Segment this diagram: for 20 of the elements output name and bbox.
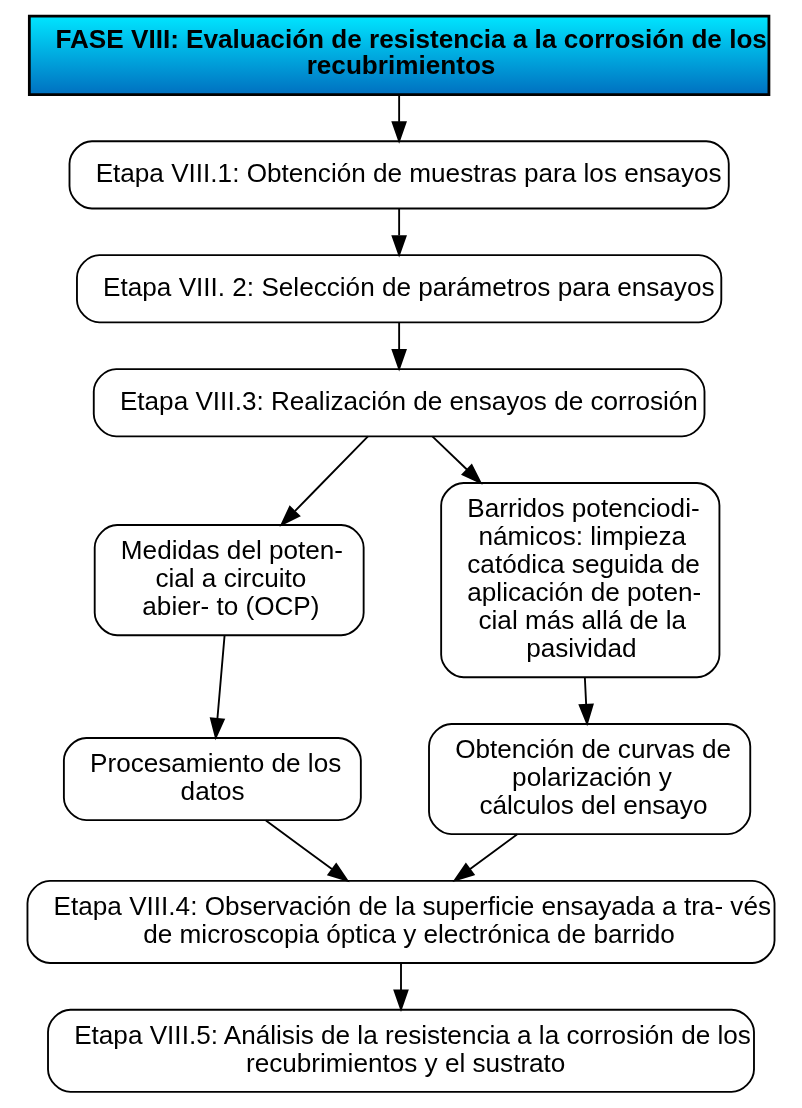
- node-box: Etapa VIII.3: Realización de ensayos de corrosión: [92, 368, 706, 438]
- arrow: [209, 634, 226, 741]
- arrow: [578, 676, 594, 727]
- arrow: [393, 962, 409, 1012]
- arrow: [264, 819, 350, 883]
- arrow: [391, 94, 407, 144]
- node-box: Procesamiento de los datos: [62, 737, 362, 822]
- node-box: Obtención de curvas de polarización y cálculos del ensayo: [428, 723, 752, 836]
- arrow: [431, 435, 483, 485]
- arrow: [279, 435, 369, 527]
- arrow: [391, 321, 407, 372]
- arrow: [391, 207, 407, 258]
- node-box: Etapa VIII.4: Observación de la superficie ensayada a tra- vés de microscopia óptica y electrónica de barrido: [26, 879, 776, 964]
- node-box: Etapa VIII. 2: Selección de parámetros para ensayos: [76, 254, 723, 324]
- node-box: Medidas del poten- cial a circuito abier- to (OCP): [93, 524, 365, 637]
- node-box: Etapa VIII.1: Obtención de muestras para los ensayos: [68, 140, 730, 210]
- node-box: Etapa VIII.5: Análisis de la resistencia a la corrosión de los recubrimientos y el sustrato: [47, 1008, 755, 1093]
- node-box: FASE VIII: Evaluación de resistencia a la corrosión de los recubrimientos: [27, 14, 771, 96]
- node-box: Barridos potenciodi- námicos: limpieza catódica seguida de aplicación de poten- cial más allá de la pasividad: [440, 482, 721, 679]
- arrow: [452, 833, 519, 883]
